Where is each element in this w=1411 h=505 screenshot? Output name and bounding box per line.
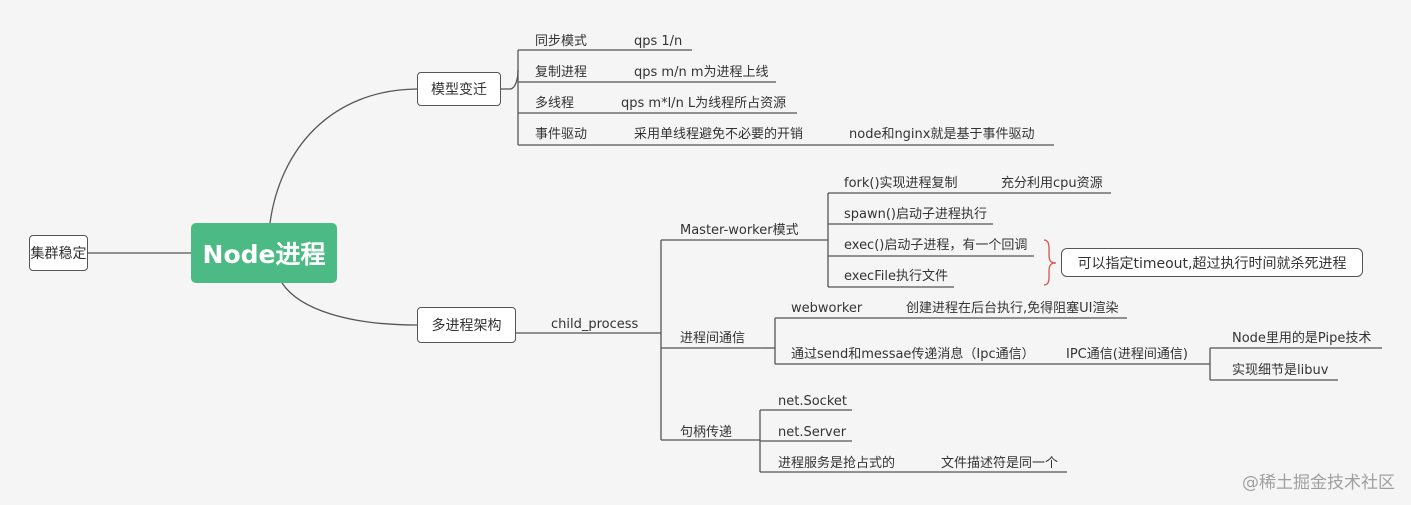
item-child-process[interactable]: child_process [551, 317, 639, 332]
node-model-change[interactable]: 模型变迁 [417, 72, 501, 106]
item-webworker[interactable]: webworker [791, 301, 863, 316]
node-label: 集群稳定 [30, 246, 87, 262]
item-ipc[interactable]: 进程间通信 [680, 331, 746, 346]
watermark: @稀土掘金技术社区 [1242, 473, 1395, 493]
node-multiprocess[interactable]: 多进程架构 [417, 307, 516, 343]
root-label: Node进程 [202, 240, 326, 269]
item-multithread-value[interactable]: qps m*l/n L为线程所占资源 [621, 96, 787, 111]
item-sync-mode[interactable]: 同步模式 [535, 34, 588, 49]
item-copy-process[interactable]: 复制进程 [535, 65, 588, 80]
item-webworker-note[interactable]: 创建进程在后台执行,免得阻塞UI渲染 [906, 301, 1119, 316]
item-event-driven[interactable]: 事件驱动 [535, 127, 588, 142]
item-fork-value[interactable]: 充分利用cpu资源 [1001, 176, 1103, 191]
brace-icon [1043, 239, 1057, 286]
timeout-note[interactable]: 可以指定timeout,超过执行时间就杀死进程 [1061, 248, 1363, 277]
item-sync-value[interactable]: qps 1/n [634, 34, 683, 49]
item-service[interactable]: 进程服务是抢占式的 [778, 456, 896, 471]
item-net-socket[interactable]: net.Socket [778, 394, 847, 409]
item-event-value[interactable]: 采用单线程避免不必要的开销 [634, 127, 804, 142]
item-pipe[interactable]: Node里用的是Pipe技术 [1232, 331, 1372, 346]
item-exec[interactable]: exec()启动子进程，有一个回调 [844, 238, 1028, 253]
node-label: 模型变迁 [431, 82, 487, 98]
item-send[interactable]: 通过send和messae传递消息（Ipc通信） [791, 347, 1035, 362]
item-ipc-label[interactable]: IPC通信(进程间通信) [1066, 347, 1188, 362]
item-spawn[interactable]: spawn()启动子进程执行 [844, 207, 988, 222]
node-label: 多进程架构 [431, 318, 502, 334]
item-fork[interactable]: fork()实现进程复制 [844, 176, 958, 191]
item-net-server[interactable]: net.Server [778, 425, 847, 440]
item-libuv[interactable]: 实现细节是libuv [1232, 363, 1329, 378]
item-service-note[interactable]: 文件描述符是同一个 [941, 456, 1059, 471]
item-master-worker[interactable]: Master-worker模式 [680, 223, 799, 238]
item-handle[interactable]: 句柄传递 [680, 425, 733, 440]
item-event-extra[interactable]: node和nginx就是基于事件驱动 [849, 127, 1035, 142]
item-multithread[interactable]: 多线程 [535, 96, 575, 111]
node-cluster-stable[interactable]: 集群稳定 [29, 235, 88, 271]
item-execfile[interactable]: execFile执行文件 [844, 269, 948, 284]
note-label: 可以指定timeout,超过执行时间就杀死进程 [1077, 255, 1347, 272]
item-copy-value[interactable]: qps m/n m为进程上线 [634, 65, 769, 80]
root-node[interactable]: Node进程 [191, 223, 337, 283]
